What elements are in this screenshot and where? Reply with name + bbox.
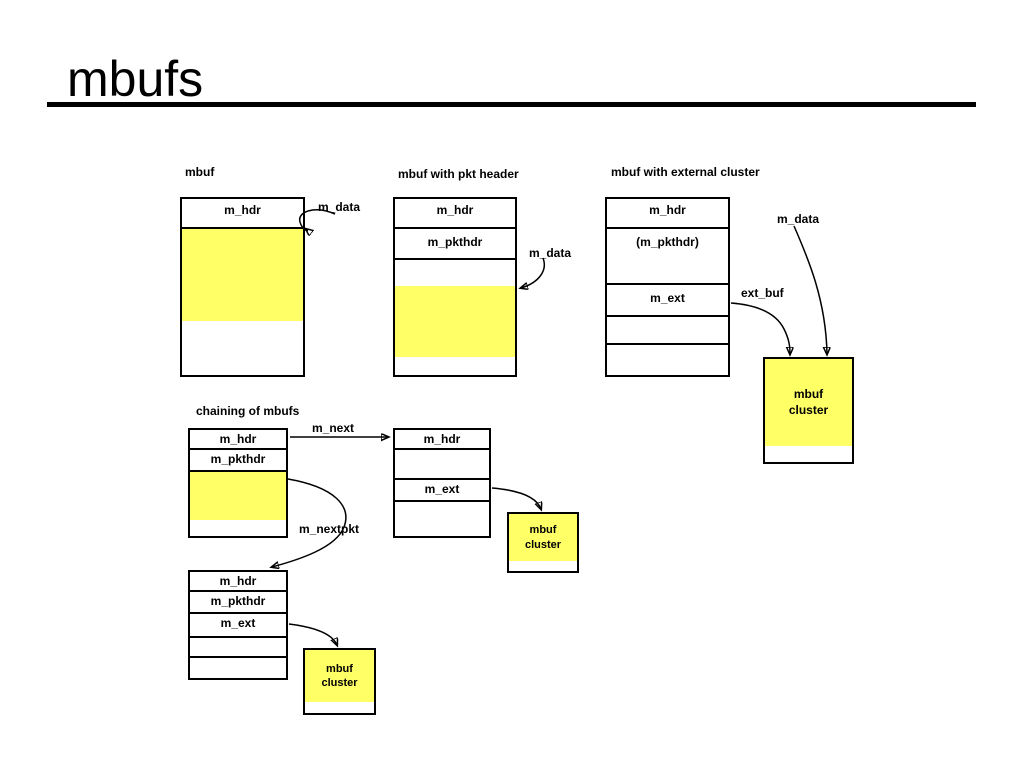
divider — [395, 478, 489, 480]
mbuf-external-cluster-box: m_hdr (m_pkthdr) m_ext — [605, 197, 730, 377]
m-pkthdr-cell: m_pkthdr — [427, 235, 483, 249]
divider — [395, 227, 515, 229]
divider — [607, 227, 728, 229]
caption-mbuf-external-cluster: mbuf with external cluster — [611, 165, 760, 179]
m-data-label-pkt-header: m_data — [529, 246, 572, 260]
chain-third-mbuf-box: m_hdr m_pkthdr m_ext — [188, 570, 288, 680]
cluster-label: mbuf cluster — [321, 662, 358, 689]
m-pkthdr-cell: m_pkthdr — [210, 452, 266, 466]
ext-buf-label: ext_buf — [741, 286, 784, 300]
caption-mbuf-pkt-header: mbuf with pkt header — [398, 167, 519, 181]
divider — [607, 283, 728, 285]
divider — [190, 448, 286, 450]
data-region-highlight — [190, 472, 286, 520]
divider — [190, 636, 286, 638]
m-hdr-cell: m_hdr — [219, 574, 257, 588]
cluster-arrow-third-mbuf — [288, 623, 337, 645]
mbuf-pkt-header-box: m_hdr m_pkthdr — [393, 197, 517, 377]
ext-buf-arrow — [730, 302, 790, 354]
cluster-arrow-second-mbuf — [491, 487, 541, 509]
caption-chaining-of-mbufs: chaining of mbufs — [196, 404, 300, 418]
divider — [607, 315, 728, 317]
mbuf-cluster-box-third: mbuf cluster — [303, 648, 376, 715]
data-region-highlight — [395, 286, 515, 357]
m-data-label-external-cluster: m_data — [777, 212, 820, 226]
divider — [190, 470, 286, 472]
divider — [182, 227, 303, 229]
mbuf-box: m_hdr — [180, 197, 305, 377]
divider — [395, 448, 489, 450]
cluster-highlight: mbuf cluster — [509, 514, 577, 561]
page-title: mbufs — [67, 51, 204, 107]
m-pkthdr-cell: m_pkthdr — [210, 594, 266, 608]
m-pkthdr-cell: (m_pkthdr) — [636, 235, 699, 249]
m-ext-cell: m_ext — [220, 616, 256, 630]
divider — [190, 612, 286, 614]
divider — [607, 343, 728, 345]
chain-second-mbuf-box: m_hdr m_ext — [393, 428, 491, 538]
cluster-highlight: mbuf cluster — [765, 359, 852, 446]
m-hdr-cell: m_hdr — [219, 432, 257, 446]
caption-mbuf: mbuf — [185, 165, 215, 179]
m-hdr-cell: m_hdr — [436, 203, 474, 217]
m-next-label: m_next — [312, 421, 355, 435]
m-hdr-cell: m_hdr — [423, 432, 461, 446]
cluster-label: mbuf cluster — [524, 524, 562, 551]
m-data-arrow-pkt-header — [521, 257, 545, 288]
m-hdr-cell: m_hdr — [649, 203, 686, 217]
mbuf-cluster-box-second: mbuf cluster — [507, 512, 579, 573]
divider — [190, 656, 286, 658]
m-ext-cell: m_ext — [424, 482, 460, 496]
divider — [190, 590, 286, 592]
cluster-label: mbuf cluster — [788, 386, 829, 417]
m-hdr-cell: m_hdr — [224, 203, 261, 217]
divider — [395, 258, 515, 260]
m-ext-cell: m_ext — [650, 291, 685, 305]
title-underline — [47, 102, 976, 107]
m-data-arrow-external-cluster — [793, 225, 827, 354]
m-nextpkt-label: m_nextpkt — [299, 522, 360, 536]
data-region-highlight — [182, 229, 303, 321]
m-data-label-mbuf: m_data — [318, 200, 361, 214]
mbuf-cluster-box-external: mbuf cluster — [763, 357, 854, 464]
divider — [395, 500, 489, 502]
cluster-highlight: mbuf cluster — [305, 650, 374, 702]
chain-first-mbuf-box: m_hdr m_pkthdr — [188, 428, 288, 538]
